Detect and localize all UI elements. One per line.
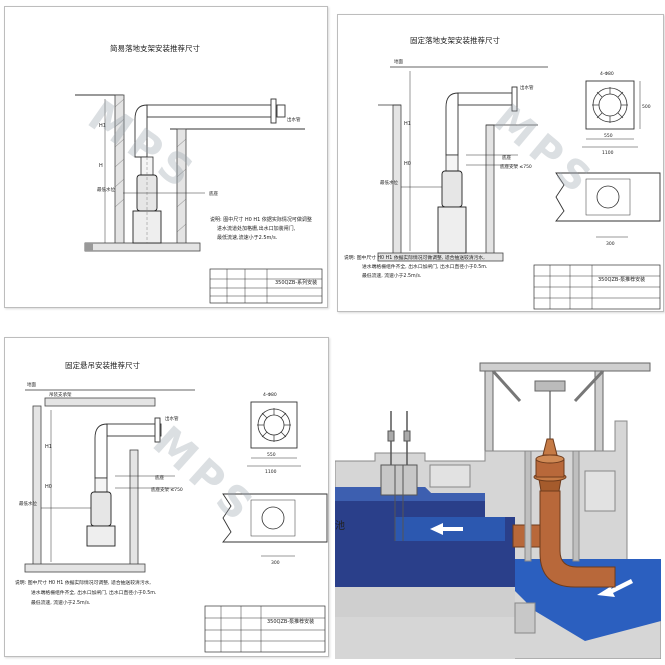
drawing-floor-bracket: 简易落地支架安装推荐尺寸 出水管 底座 最低水位 [75,43,323,304]
plan-dim: 500 [642,104,651,110]
plan-dim: 550 [604,133,613,139]
gate-hoist [380,411,418,541]
base-label: 底座 [155,474,164,481]
outlet-label: 出水管 [520,84,534,91]
title-block: 350QZB-泵推荐安装 [533,264,661,310]
base-dim-label: 底座支架 ≤750 [151,486,183,493]
dim-h1-label: H1 [45,444,52,450]
plan-dim: 1100 [265,469,277,475]
plan-view-base: 4-Φ80 550 1100 [247,392,301,475]
drawing-suspended: 固定悬吊安装推荐尺寸 地面 吊装支承架 出水管 底座 底座支架 ≤750 最低水… [15,360,328,653]
dim-h-label: H [99,163,103,169]
plan-view-beam: 300 [555,172,661,247]
plan-dim: 300 [271,560,280,566]
panel-title: 固定落地支架安装推荐尺寸 [410,35,500,45]
drawing-panel-suspended: 固定悬吊安装推荐尺寸 地面 吊装支承架 出水管 底座 底座支架 ≤750 最低水… [4,337,329,657]
plan-view-base: 4-Φ80 550 1100 500 [582,71,651,156]
illustration-pump-station: 池 [335,341,661,659]
dim-h1-label: H1 [99,123,106,129]
plan-dim: 1100 [602,150,614,156]
pump-station-cross-section: 池 [335,362,661,659]
ground-label: 地面 [394,58,403,65]
title-block-text: 350QZB-系列安装 [275,279,317,286]
panel-title: 简易落地支架安装推荐尺寸 [110,43,200,53]
plan-dim: 4-Φ80 [263,392,277,398]
note-text: 说明: 图中尺寸 H0 H1 依据实际情况可调整, 适合抽送较清污水,进水端格栅… [15,579,156,606]
level-label: 最低水位 [19,500,37,507]
dim-h0-label: H0 [45,484,52,490]
title-block: 350QZB-系列安装 [209,268,323,304]
plan-dim: 300 [606,241,615,247]
title-block: 350QZB-泵推荐安装 [204,605,326,653]
outlet-label: 出水管 [165,415,179,422]
dim-h1-label: H1 [404,121,411,127]
level-label: 最低水位 [380,179,398,186]
beam-label: 吊装支承架 [49,391,72,398]
ground-label: 地面 [27,381,36,388]
flow-arrow-left [430,523,463,535]
note-text: 说明: 图中尺寸 H0 H1 依据实际情况可做调整进水流道处加格栅,出水口加装闸… [210,216,312,241]
pump-motor [533,438,567,492]
plan-view-beam: 300 [222,493,328,566]
plan-dim: 550 [267,452,276,458]
drawing-panel-fixed-bracket: 固定落地支架安装推荐尺寸 地面 出水管 底座 底座支架 ≤750 最低水位 H1… [337,14,664,312]
flow-arrow-right [597,579,633,597]
title-block-text: 350QZB-泵推荐安装 [598,276,645,283]
drawing-fixed-bracket: 固定落地支架安装推荐尺寸 地面 出水管 底座 底座支架 ≤750 最低水位 H1… [344,35,661,310]
base-label: 底座 [502,154,511,161]
drawing-panel-floor-bracket: 简易落地支架安装推荐尺寸 出水管 底座 最低水位 [4,6,328,308]
watermark: MPS [485,96,603,206]
base-dim-label: 底座支架 ≤750 [500,163,532,170]
plan-dim: 4-Φ80 [600,71,614,77]
level-label: 最低水位 [97,186,115,193]
outlet-label: 出水管 [287,116,301,123]
pool-label: 池 [335,519,345,532]
note-text: 说明: 图中尺寸 H0 H1 依据实际情况可做调整, 适合抽送较清污水,进水端格… [344,254,487,279]
panel-title: 固定悬吊安装推荐尺寸 [65,360,140,370]
dim-h0-label: H0 [404,161,411,167]
title-block-text: 350QZB-泵推荐安装 [267,618,314,625]
base-label: 底座 [209,190,218,197]
pump-pipe [539,490,616,588]
